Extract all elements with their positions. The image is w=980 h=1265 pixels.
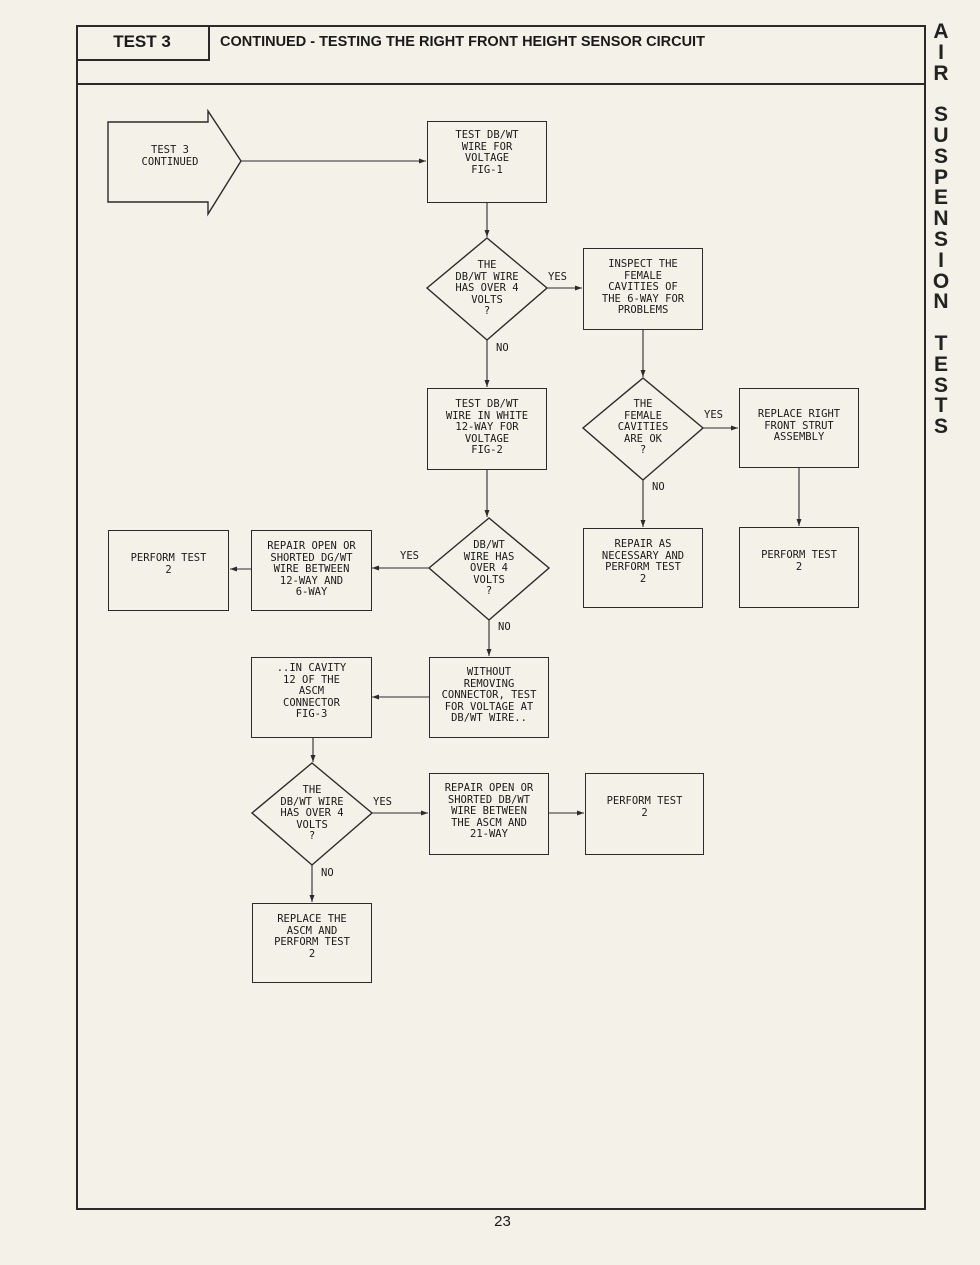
step-perform-test-left: PERFORM TEST 2 [108, 530, 229, 611]
step-replace-strut: REPLACE RIGHT FRONT STRUT ASSEMBLY [739, 388, 859, 468]
page-title: CONTINUED - TESTING THE RIGHT FRONT HEIG… [220, 34, 705, 50]
yes-label: YES [373, 796, 392, 808]
decision-label: THE DB/WT WIRE HAS OVER 4 VOLTS ? [455, 259, 519, 317]
no-label: NO [321, 867, 334, 879]
step-replace-ascm: REPLACE THE ASCM AND PERFORM TEST 2 [252, 903, 372, 983]
no-label: NO [498, 621, 511, 633]
no-label: NO [652, 481, 665, 493]
step-repair-dgwt: REPAIR OPEN OR SHORTED DG/WT WIRE BETWEE… [251, 530, 372, 611]
test-number-label: TEST 3 [76, 25, 210, 61]
page-number: 23 [494, 1213, 511, 1230]
start-label: TEST 3 CONTINUED [141, 144, 199, 168]
step-inspect-cavities: INSPECT THE FEMALE CAVITIES OF THE 6-WAY… [583, 248, 703, 330]
header-bar: TEST 3 CONTINUED - TESTING THE RIGHT FRO… [76, 25, 926, 85]
decision-label: DB/WT WIRE HAS OVER 4 VOLTS ? [463, 539, 515, 597]
decision-label: THE FEMALE CAVITIES ARE OK ? [617, 398, 669, 456]
yes-label: YES [400, 550, 419, 562]
step-repair-as-necessary: REPAIR AS NECESSARY AND PERFORM TEST 2 [583, 528, 703, 608]
step-repair-ascm-wire: REPAIR OPEN OR SHORTED DB/WT WIRE BETWEE… [429, 773, 549, 855]
yes-label: YES [548, 271, 567, 283]
step-test-white-12way: TEST DB/WT WIRE IN WHITE 12-WAY FOR VOLT… [427, 388, 547, 470]
step-without-removing-connector: WITHOUT REMOVING CONNECTOR, TEST FOR VOL… [429, 657, 549, 738]
step-perform-test-bottom: PERFORM TEST 2 [585, 773, 704, 855]
start-arrow-shape [107, 108, 242, 217]
no-label: NO [496, 342, 509, 354]
yes-label: YES [704, 409, 723, 421]
step-in-cavity-12: ..IN CAVITY 12 OF THE ASCM CONNECTOR FIG… [251, 657, 372, 738]
decision-label: THE DB/WT WIRE HAS OVER 4 VOLTS ? [280, 784, 344, 842]
page-frame [76, 25, 926, 1210]
step-perform-test-right: PERFORM TEST 2 [739, 527, 859, 608]
step-test-dbwt-fig1: TEST DB/WT WIRE FOR VOLTAGE FIG-1 [427, 121, 547, 203]
